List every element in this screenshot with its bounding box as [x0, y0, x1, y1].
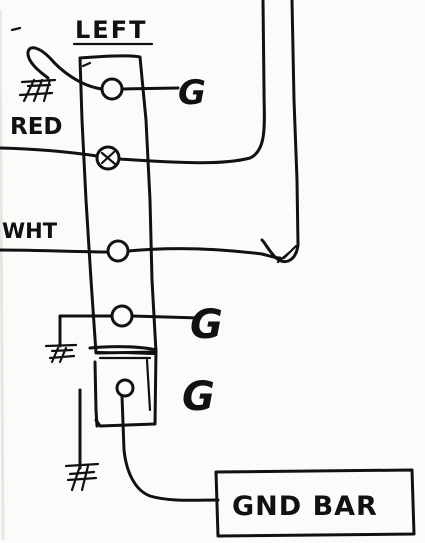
ground-label-3: G — [182, 374, 215, 420]
ground-label-1: G — [178, 73, 206, 113]
terminal-screw-3 — [106, 239, 130, 263]
paper-edge — [0, 9, 5, 541]
stray-mark — [10, 26, 22, 32]
lower-terminal-block — [88, 345, 158, 428]
wire-t5-to-gnd-bar — [120, 394, 220, 502]
lower-block-left — [93, 360, 99, 428]
strip-title: LEFT — [75, 16, 147, 44]
terminal-screw-5 — [115, 378, 135, 398]
lower-block-side — [145, 358, 152, 412]
ground-bar-box — [214, 468, 416, 538]
red-wire-out — [117, 0, 266, 165]
terminal-screw-4 — [110, 304, 134, 328]
white-wire — [0, 248, 110, 254]
right-cable-end — [276, 244, 298, 264]
terminal-screw-2-mark — [100, 150, 117, 166]
right-cable — [260, 0, 300, 263]
white-wire-label: WHT — [2, 219, 58, 243]
wire-t1-to-g — [120, 86, 180, 91]
strip-tick — [81, 61, 92, 68]
red-wire-label: RED — [10, 114, 63, 140]
wire-t4-ground — [58, 314, 114, 348]
red-wire — [0, 146, 99, 158]
wire-t4-to-g — [130, 314, 202, 320]
white-wire-out — [126, 247, 282, 260]
ground-label-2: G — [190, 302, 223, 348]
ground-symbol-bottom — [64, 462, 100, 492]
wire-loop-t1 — [26, 46, 104, 91]
terminal-screw-1 — [100, 77, 124, 101]
ground-symbol-top — [18, 78, 57, 103]
ground-bar-label: GND BAR — [232, 491, 378, 522]
terminal-strip-body — [78, 54, 158, 355]
ground-symbol-mid — [44, 343, 78, 364]
lower-block-lines — [94, 350, 158, 360]
